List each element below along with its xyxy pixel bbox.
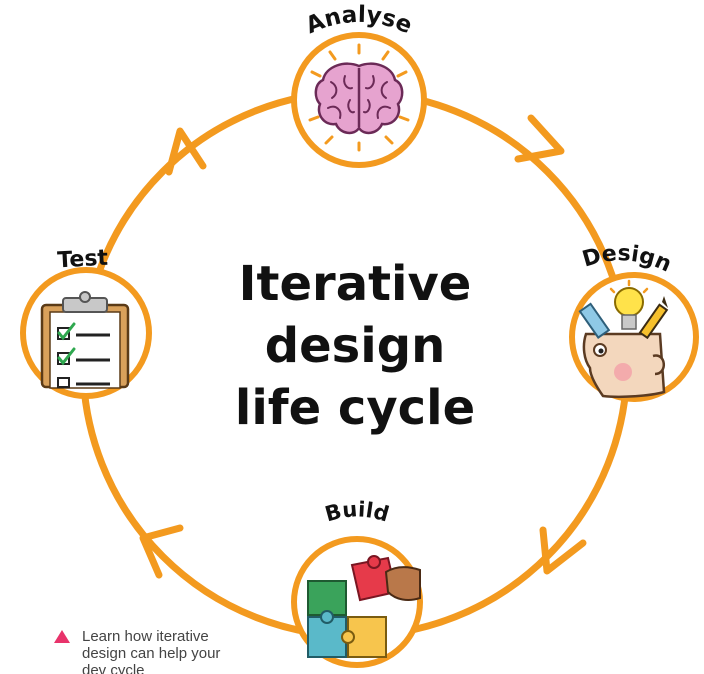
caption-triangle-icon — [54, 630, 70, 643]
brain-icon — [308, 43, 410, 152]
head-ideas-icon — [578, 279, 669, 399]
stage-analyse: Analyse — [291, 2, 427, 168]
arrow-design-to-build — [539, 526, 587, 575]
stage-test: Test — [20, 246, 152, 399]
stage-build: Build — [291, 497, 423, 668]
puzzle-icon — [307, 555, 421, 658]
title-line-2: design — [265, 318, 445, 374]
clipboard-checklist-icon — [40, 291, 130, 389]
title-line-1: Iterative — [239, 256, 472, 312]
arrow-build-to-test — [139, 524, 184, 579]
figure-caption: Learn how iterative design can help your… — [54, 628, 254, 674]
caption-line-2: design can help your — [82, 645, 221, 662]
title-line-3: life cycle — [235, 380, 475, 436]
caption-text: Learn how iterative design can help your… — [54, 628, 254, 674]
caption-line-1: Learn how iterative — [82, 628, 209, 645]
caption-line-3: dev cycle — [82, 662, 145, 674]
cycle-arrows — [139, 114, 587, 579]
stage-test-label: Test — [57, 246, 109, 274]
arrow-test-to-analyse — [165, 127, 207, 176]
stage-build-label: Build — [322, 497, 391, 526]
arrow-analyse-to-design — [514, 114, 565, 163]
diagram-title: Iterative design life cycle — [235, 256, 475, 436]
stage-design: Design — [569, 241, 699, 402]
stage-design-label: Design — [580, 241, 676, 277]
